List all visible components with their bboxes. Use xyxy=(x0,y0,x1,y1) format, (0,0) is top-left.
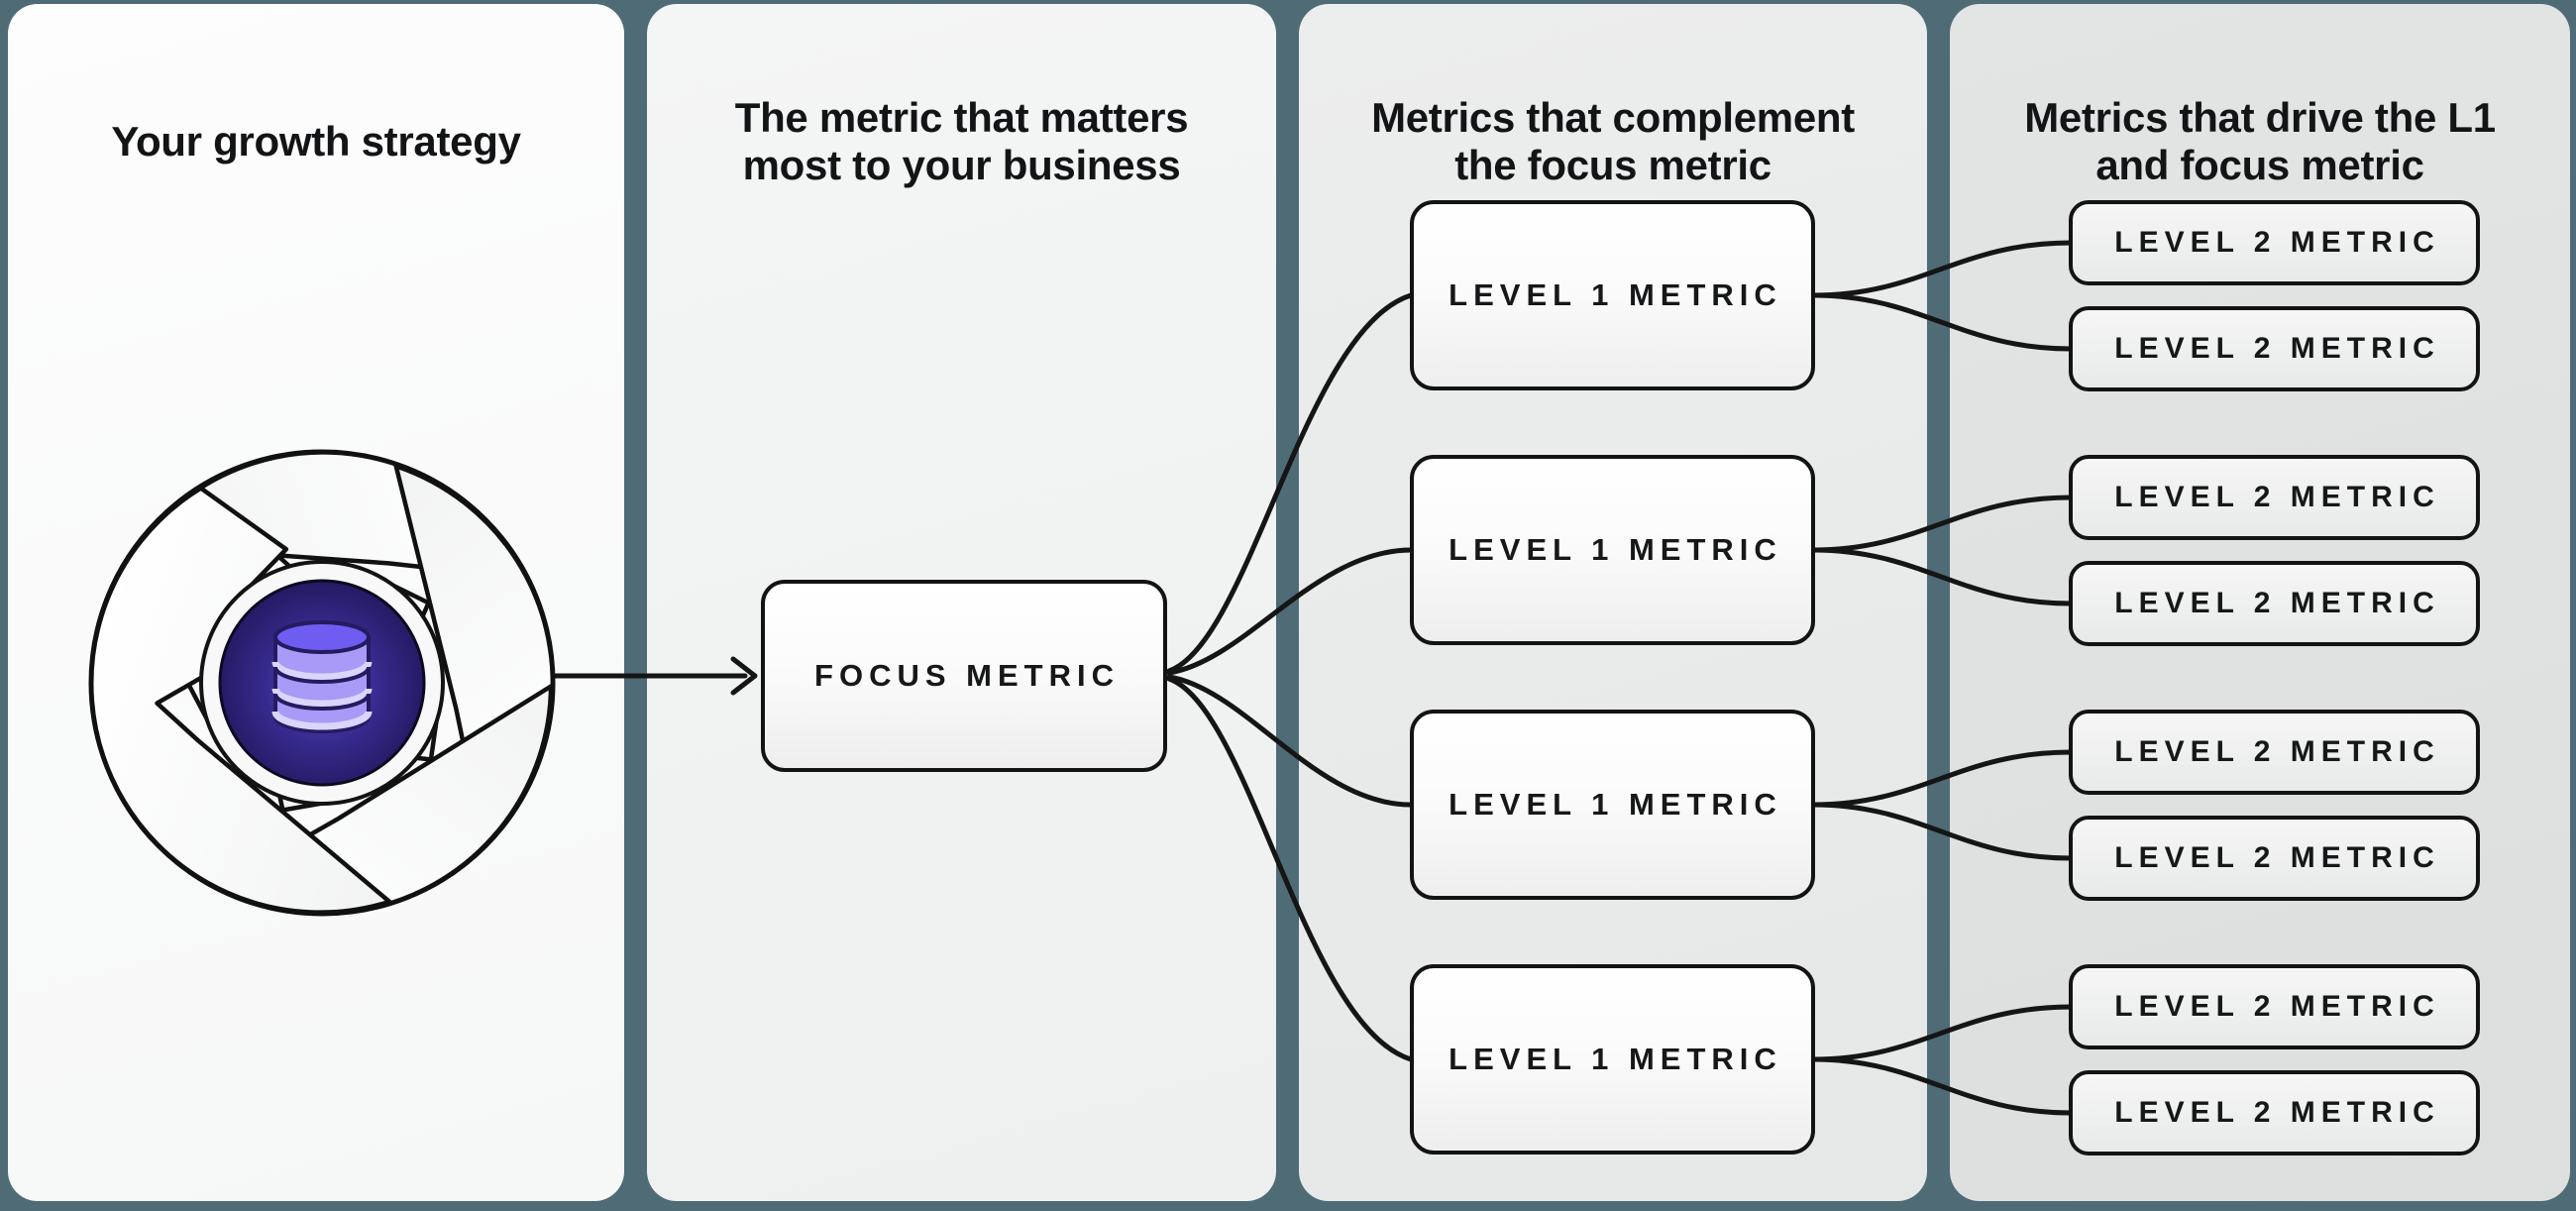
level2-metric-box-6: LEVEL 2 METRIC xyxy=(2069,816,2480,901)
panel-title-focus-metric: The metric that matters most to your bus… xyxy=(734,94,1189,188)
level1-metric-box-4: LEVEL 1 METRIC xyxy=(1410,964,1815,1155)
panel-title-growth-strategy: Your growth strategy xyxy=(111,118,521,165)
panel-title-level1-metrics: Metrics that complement the focus metric xyxy=(1371,94,1855,188)
arrow-flywheel-to-focus xyxy=(548,656,758,696)
level2-metric-box-7: LEVEL 2 METRIC xyxy=(2069,964,2480,1049)
level2-metric-box-5: LEVEL 2 METRIC xyxy=(2069,710,2480,795)
level1-metric-box-1: LEVEL 1 METRIC xyxy=(1410,200,1815,390)
curves-focus-to-level1 xyxy=(1166,292,1414,1062)
level2-metric-box-3: LEVEL 2 METRIC xyxy=(2069,455,2480,540)
level1-metric-box-3: LEVEL 1 METRIC xyxy=(1410,710,1815,900)
database-icon xyxy=(271,620,373,733)
growth-flywheel-database-icon xyxy=(79,440,565,926)
panel-title-level2-metrics: Metrics that drive the L1 and focus metr… xyxy=(2024,94,2496,188)
level2-metric-box-4: LEVEL 2 METRIC xyxy=(2069,561,2480,646)
focus-metric-box: FOCUS METRIC xyxy=(761,580,1167,772)
level2-metric-box-1: LEVEL 2 METRIC xyxy=(2069,200,2480,285)
level2-metric-box-8: LEVEL 2 METRIC xyxy=(2069,1070,2480,1156)
level1-metric-box-2: LEVEL 1 METRIC xyxy=(1410,455,1815,645)
curves-level1-to-level2 xyxy=(1810,240,2074,1116)
level2-metric-box-2: LEVEL 2 METRIC xyxy=(2069,306,2480,391)
panel-focus-metric: The metric that matters most to your bus… xyxy=(647,4,1276,1201)
